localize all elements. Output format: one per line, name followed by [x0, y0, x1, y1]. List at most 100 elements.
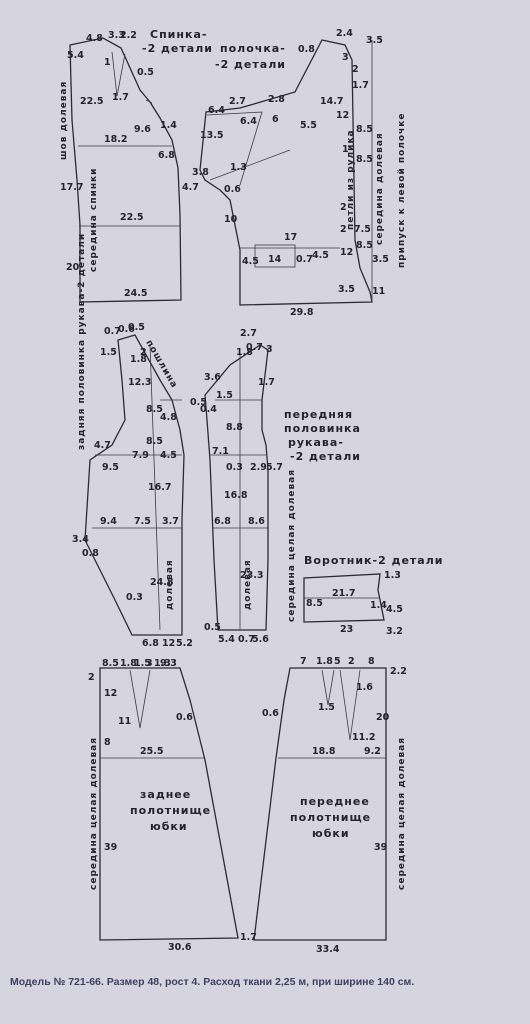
skirt-front-num: 2: [348, 656, 355, 667]
skirt-back-piece: заднее полотнище юбки середина целая дол…: [88, 658, 257, 953]
front-num: 10: [224, 214, 238, 225]
skirt-front-num: 39: [374, 842, 387, 853]
sleeve-back-num: 1.8: [130, 354, 147, 365]
back-title-1: Спинка-: [150, 28, 207, 41]
sleeve-front-title-1: передняя: [284, 408, 353, 421]
skirt-front-num: 5: [334, 656, 341, 667]
sleeve-front-num: 1.7: [258, 377, 275, 388]
skirt-front-piece: переднее полотнище юбки середина целая д…: [253, 656, 407, 955]
front-center-label: середина долевая: [375, 132, 385, 245]
skirt-front-num: 1.6: [356, 682, 373, 693]
sleeve-back-num: 7.5: [134, 516, 151, 527]
front-num: 4.7: [182, 182, 199, 193]
sleeve-back-num: 8.5: [146, 404, 163, 415]
front-num: 2.8: [268, 94, 285, 105]
sleeve-back-num: 2: [140, 347, 147, 358]
skirt-back-num: 25.5: [140, 746, 163, 757]
front-num: 2: [340, 202, 347, 213]
front-num: 7.5: [354, 224, 371, 235]
back-num: 24.5: [124, 288, 147, 299]
back-num: 1.4: [160, 120, 177, 131]
skirt-back-num: 8: [104, 737, 111, 748]
front-num: 14: [268, 254, 282, 265]
front-num: 1.7: [352, 80, 369, 91]
sleeve-back-num: 24.8: [150, 577, 174, 588]
back-title-2: -2 детали: [142, 42, 213, 55]
sleeve-back-num: 3.4: [72, 534, 89, 545]
skirt-front-num: 33.4: [316, 944, 340, 955]
sleeve-back-title: задняя половинка рукава-2 детали: [77, 233, 87, 450]
skirt-back-num: 39: [104, 842, 117, 853]
sleeve-front-num: 23.3: [240, 570, 263, 581]
skirt-front-num: 18.8: [312, 746, 336, 757]
back-piece: Спинка- -2 детали шов долевая середина с…: [59, 28, 213, 303]
back-num: 22.5: [80, 96, 103, 107]
sleeve-front-num: 0.5: [204, 622, 221, 633]
front-num: 17: [284, 232, 297, 243]
sleeve-front-title-4: -2 детали: [290, 450, 361, 463]
sleeve-back-num: 7.9: [132, 450, 149, 461]
collar-num: 1.3: [384, 570, 401, 581]
skirt-back-num: 8.5: [102, 658, 119, 669]
front-title-1: полочка-: [220, 42, 286, 55]
collar-num: 4.5: [386, 604, 403, 615]
skirt-back-num: 1.3: [154, 658, 171, 669]
sleeve-back-num: 6.8: [142, 638, 159, 649]
sleeve-front-num: 8.8: [226, 422, 243, 433]
front-num: 14.7: [320, 96, 343, 107]
skirt-front-num: 20: [376, 712, 390, 723]
front-num: 8.5: [356, 240, 373, 251]
skirt-front-num: 2.2: [390, 666, 407, 677]
sleeve-front-num: 5.4: [218, 634, 235, 645]
back-num: 20: [66, 262, 80, 273]
skirt-front-title-2: полотнище: [290, 811, 371, 824]
collar-num: 8.5: [306, 598, 323, 609]
skirt-front-num: 1.5: [318, 702, 335, 713]
collar-title: Воротник-2 детали: [304, 554, 443, 567]
front-num: 6.4: [208, 105, 225, 116]
back-num: 1.7: [112, 92, 129, 103]
pattern-drawing: Спинка- -2 детали шов долевая середина с…: [59, 28, 443, 955]
skirt-front-num: 7: [300, 656, 307, 667]
collar-center-label: середина целая долевая: [287, 469, 297, 622]
sleeve-back-num: 4.5: [160, 450, 177, 461]
sleeve-back-num: 4.8: [160, 412, 177, 423]
back-seam-label: шов долевая: [59, 81, 69, 160]
sleeve-back-num: 9.4: [100, 516, 117, 527]
skirt-back-title-2: полотнище: [130, 804, 211, 817]
front-num: 8.5: [356, 124, 373, 135]
front-num: 1: [342, 144, 349, 155]
front-num: 13.5: [200, 130, 223, 141]
sleeve-back-num: 0.3: [126, 592, 143, 603]
back-num: 17.7: [60, 182, 83, 193]
sleeve-back-num: 4.7: [94, 440, 111, 451]
sleeve-front-num: 0.4: [200, 404, 217, 415]
sleeve-back-num: 0.6: [118, 324, 135, 335]
front-num: 4.5: [312, 250, 329, 261]
front-num: 29.8: [290, 307, 314, 318]
sleeve-front-num: 0.7: [238, 634, 255, 645]
front-num: 4.5: [242, 256, 259, 267]
sleeve-front-num: 0.3: [226, 462, 243, 473]
skirt-back-title-3: юбки: [150, 820, 188, 833]
sleeve-front-num: 5.6: [252, 634, 269, 645]
front-num: 12: [340, 247, 353, 258]
sleeve-back-num: 12.3: [128, 377, 151, 388]
sleeve-front-num: 1.5: [216, 390, 233, 401]
front-num: 6.4: [240, 116, 257, 127]
collar-num: 21.7: [332, 588, 355, 599]
front-loops-label: петли из рулика: [346, 129, 356, 230]
skirt-front-title-3: юбки: [312, 827, 350, 840]
front-num: 3.5: [366, 35, 383, 46]
sleeve-front-grain-label: долевая: [243, 559, 253, 610]
sleeve-back-num: 1.5: [100, 347, 117, 358]
front-allowance-label: припуск к левой полочке: [397, 113, 407, 268]
front-num: 3.5: [372, 254, 389, 265]
front-num: 5.5: [300, 120, 317, 131]
skirt-back-num: 1.7: [240, 932, 257, 943]
sleeve-front-title-3: рукава-: [288, 436, 344, 449]
sleeve-front-num: 5.7: [266, 462, 283, 473]
back-center-label: середина спинки: [89, 168, 99, 272]
sleeve-front-num: 2.9: [250, 462, 267, 473]
skirt-front-num: 8: [368, 656, 375, 667]
